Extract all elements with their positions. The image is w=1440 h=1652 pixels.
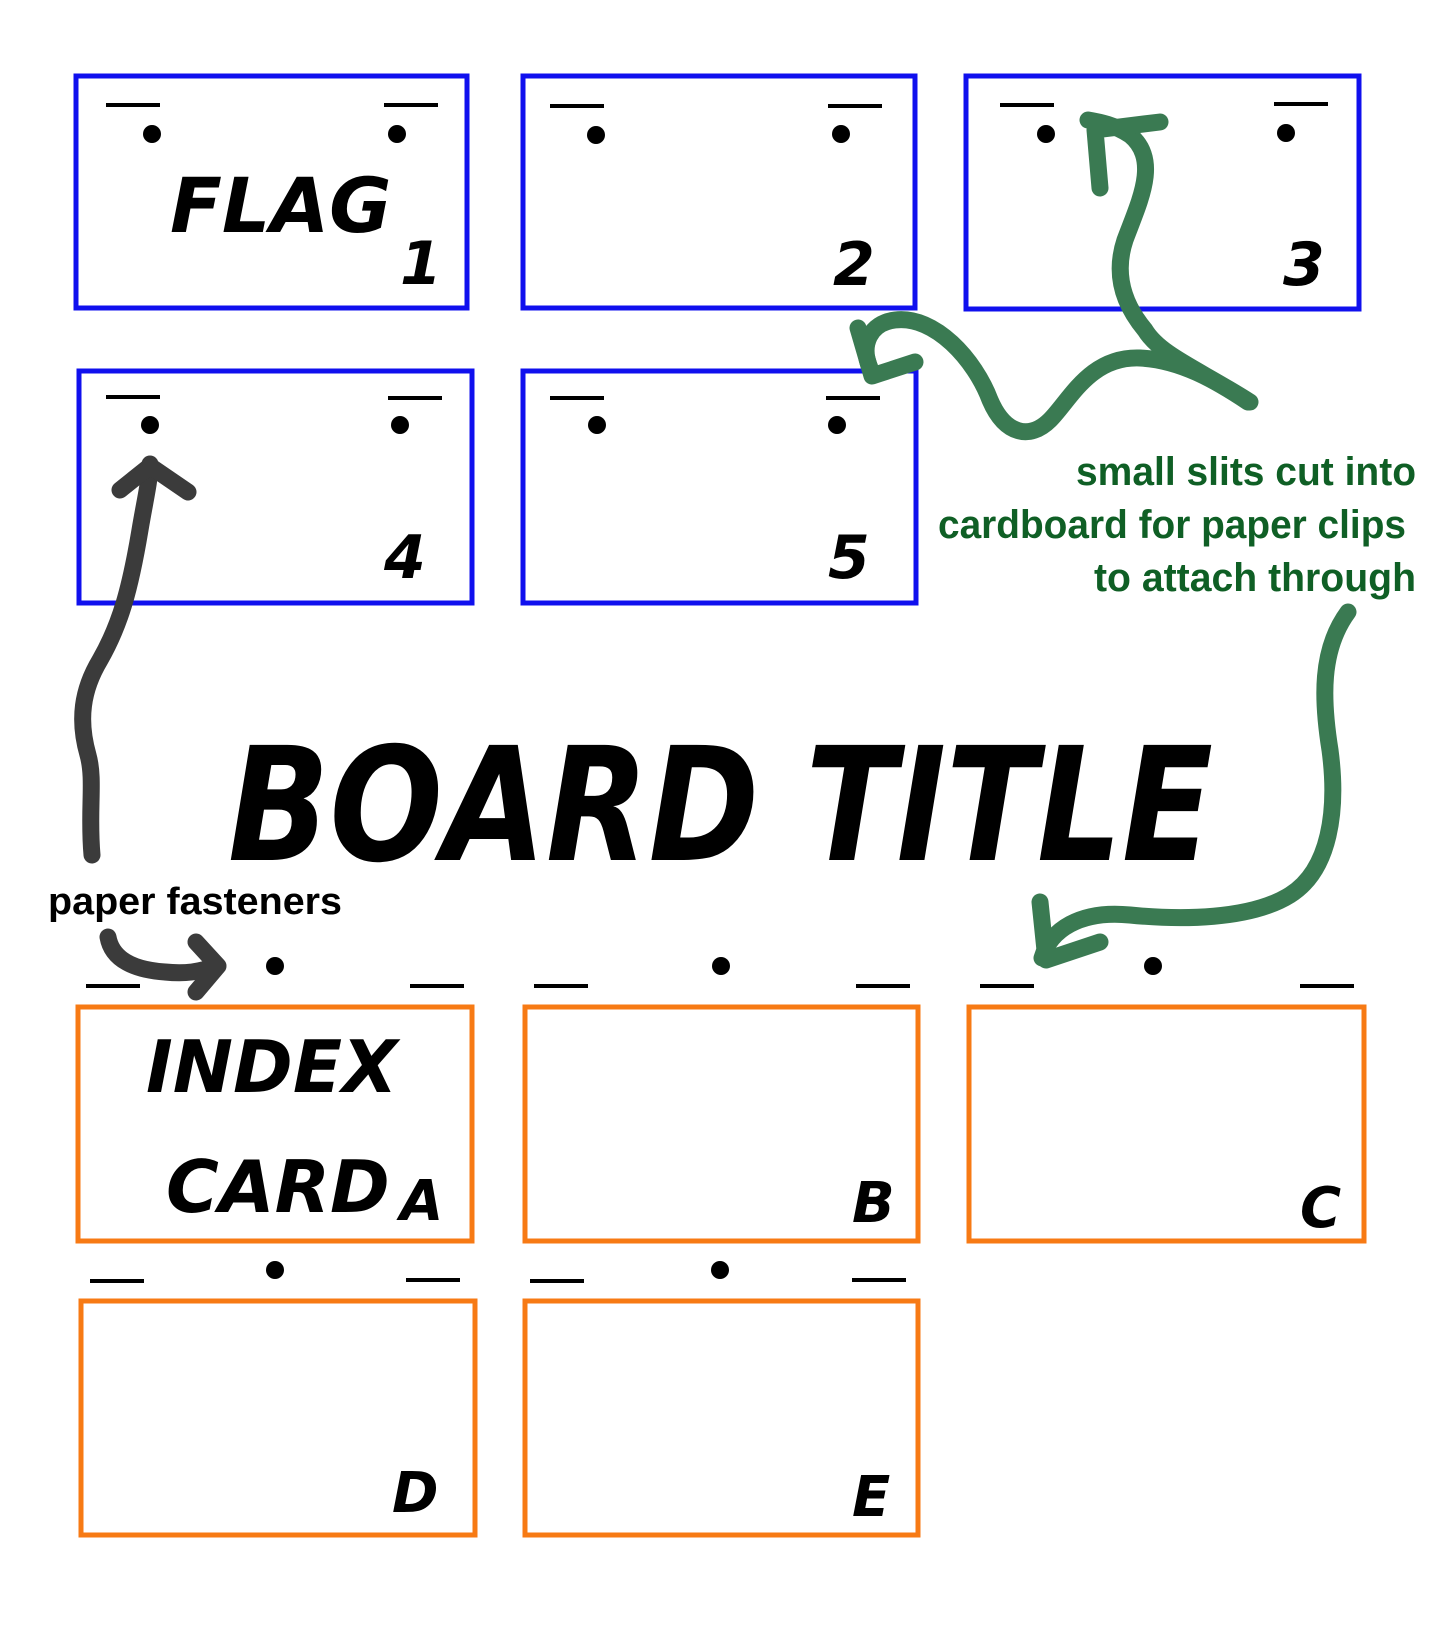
fastener-hole: [587, 126, 605, 144]
flag-number: 1: [400, 229, 442, 299]
flag-number: 2: [833, 230, 875, 300]
fastener-hole: [712, 957, 730, 975]
flag-box-4: 4: [76, 368, 475, 606]
card-letter: C: [1300, 1176, 1341, 1241]
fastener-hole: [141, 416, 159, 434]
index-card-a: INDEX CARD A: [75, 957, 475, 1244]
card-letter: A: [396, 1169, 443, 1234]
fastener-hole: [143, 125, 161, 143]
fastener-hole: [266, 957, 284, 975]
fastener-hole: [1277, 124, 1295, 142]
fastener-hole: [828, 416, 846, 434]
index-card-e: E: [522, 1261, 921, 1538]
index-card-d: D: [78, 1261, 478, 1538]
index-card-label-line1: INDEX: [146, 1025, 401, 1109]
index-card-c: C: [966, 957, 1367, 1244]
fastener-hole: [832, 125, 850, 143]
index-card-b: B: [522, 957, 921, 1244]
fastener-hole: [388, 125, 406, 143]
fastener-hole: [711, 1261, 729, 1279]
green-arrow-to-flag-2: [849, 311, 1257, 441]
flag-box-5: 5: [520, 368, 919, 606]
flag-number: 5: [828, 523, 870, 593]
flag-box-2: 2: [520, 73, 918, 311]
gray-arrow-to-card-a-fastener: [99, 928, 227, 1001]
flag-box-3: 3: [963, 73, 1362, 312]
slits-note-line-1: small slits cut into: [1076, 450, 1416, 494]
fastener-hole: [1144, 957, 1162, 975]
fastener-hole: [266, 1261, 284, 1279]
slits-note-line-2: cardboard for paper clips: [938, 503, 1406, 547]
paper-fasteners-note: paper fasteners: [48, 881, 342, 923]
card-letter: D: [392, 1461, 438, 1526]
card-letter: B: [852, 1171, 895, 1236]
fastener-hole: [588, 416, 606, 434]
flag-label: FLAG: [170, 161, 392, 250]
fastener-hole: [1037, 125, 1055, 143]
slits-note: small slits cut into cardboard for paper…: [938, 450, 1416, 600]
flag-number: 4: [383, 523, 426, 593]
board-title: BOARD TITLE: [228, 714, 1213, 898]
index-card-label-line2: CARD: [166, 1145, 390, 1229]
gray-arrow-to-flag-4: [74, 455, 197, 864]
card-letter: E: [852, 1465, 890, 1530]
flag-box-1: FLAG 1: [73, 73, 470, 311]
flag-number: 3: [1283, 230, 1325, 300]
green-arrow-to-card-c-slit: [1031, 603, 1357, 969]
fastener-hole: [391, 416, 409, 434]
slits-note-line-3: to attach through: [1094, 556, 1416, 600]
